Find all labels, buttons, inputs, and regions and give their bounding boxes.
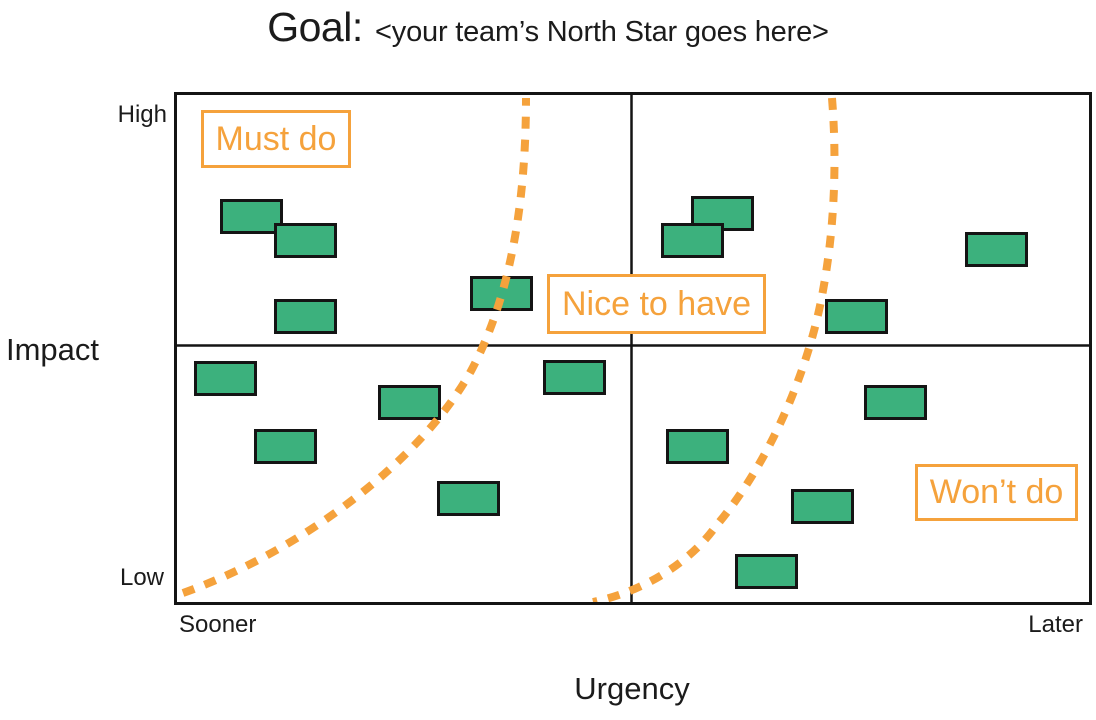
sticky-note[interactable] [965, 232, 1028, 267]
quadrant-label-nice-to-have: Nice to have [547, 274, 766, 334]
x-axis-sooner-tick-label: Sooner [179, 611, 257, 638]
quadrant-label-wont-do: Won’t do [915, 464, 1078, 521]
sticky-note[interactable] [254, 429, 317, 464]
sticky-note[interactable] [666, 429, 729, 464]
sticky-note[interactable] [470, 276, 533, 311]
quadrant-label-wont-do-text: Won’t do [929, 473, 1064, 511]
sticky-note[interactable] [274, 299, 337, 334]
y-axis-low-tick-label: Low [119, 564, 164, 591]
quadrant-label-nice-to-have-text: Nice to have [562, 284, 751, 323]
sticky-note[interactable] [378, 385, 441, 420]
matrix-plot-area: Must do Nice to have Won’t do [174, 92, 1092, 605]
sticky-note[interactable] [194, 361, 257, 396]
sticky-note[interactable] [791, 489, 854, 524]
x-axis-label: Urgency [574, 671, 690, 706]
page-title: Goal: <your team’s North Star goes here> [0, 4, 1096, 51]
goal-title-placeholder: <your team’s North Star goes here> [375, 16, 829, 48]
x-axis-later-tick-label: Later [1028, 611, 1083, 638]
goal-title-prefix: Goal: [267, 4, 363, 50]
y-axis-high-tick-label: High [117, 101, 167, 128]
sticky-note[interactable] [543, 360, 606, 395]
sticky-note[interactable] [825, 299, 888, 334]
sticky-note[interactable] [735, 554, 798, 589]
sticky-note[interactable] [274, 223, 337, 258]
quadrant-label-must-do: Must do [201, 110, 351, 168]
sticky-layer [177, 95, 1089, 602]
quadrant-label-must-do-text: Must do [215, 119, 337, 158]
sticky-note[interactable] [437, 481, 500, 516]
sticky-note[interactable] [661, 223, 724, 258]
sticky-note[interactable] [864, 385, 927, 420]
y-axis-label: Impact [6, 332, 100, 367]
